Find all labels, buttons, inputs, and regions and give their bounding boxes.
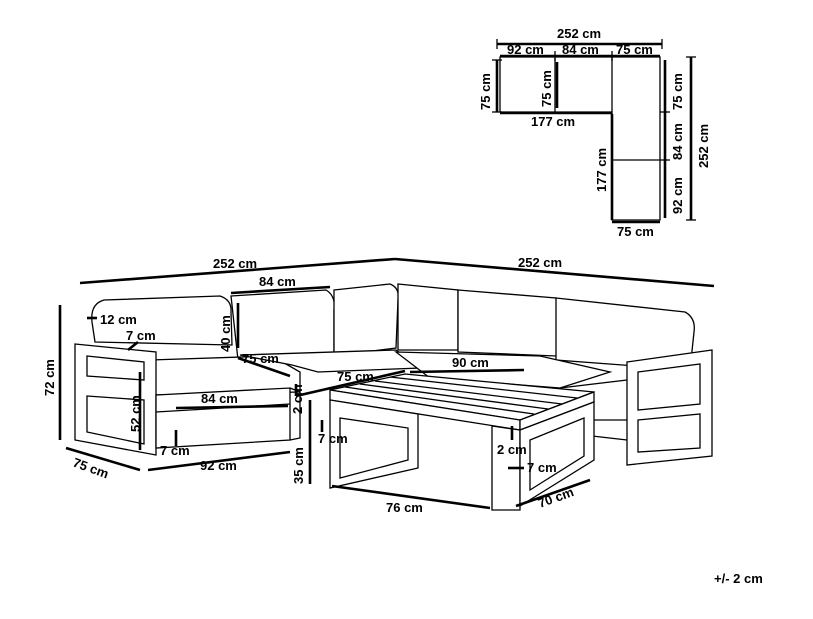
plan-seg-right-label: 75 cm: [616, 42, 653, 57]
plan-bottom-inner-label: 177 cm: [531, 114, 575, 129]
dimension-line: [79, 257, 396, 285]
tolerance-note: +/- 2 cm: [714, 571, 763, 586]
table-leg-width-label: 7 cm: [527, 460, 557, 475]
back-cushion: [230, 289, 335, 361]
sofa-seat-inner-width-label: 84 cm: [201, 391, 238, 406]
plan-right-total-label: 252 cm: [696, 124, 711, 168]
sofa-leg-thickness-label: 7 cm: [160, 443, 190, 458]
sofa-backrest-width-label: 84 cm: [259, 274, 296, 289]
table-width-label: 90 cm: [452, 355, 489, 370]
table-leg-right: [519, 401, 595, 508]
sofa-total-height-label: 72 cm: [42, 359, 57, 396]
sofa-length-right-label: 252 cm: [518, 255, 562, 270]
plan-leg-width-label: 75 cm: [617, 224, 654, 239]
sofa-seat-height-label: 52 cm: [128, 395, 143, 432]
sofa-arm-thickness-label: 7 cm: [126, 328, 156, 343]
plan-total-width-label: 252 cm: [557, 26, 601, 41]
plan-vertical-inner-label: 177 cm: [594, 148, 609, 192]
table-top-thickness-label: 2 cm: [290, 384, 305, 414]
back-cushion: [91, 295, 233, 346]
sofa-length-left-label: 252 cm: [213, 256, 257, 271]
seat-cushion: [239, 349, 422, 373]
plan-left-depth-outer-label: 75 cm: [478, 73, 493, 110]
dimension-line: [515, 478, 591, 508]
table-slat-gap-label: 2 cm: [497, 442, 527, 457]
plan-seg-left-label: 92 cm: [507, 42, 544, 57]
back-cushion: [397, 283, 459, 351]
plan-right-bottom-label: 92 cm: [670, 177, 685, 214]
back-cushion: [457, 289, 562, 357]
plan-seg-middle-label: 84 cm: [562, 42, 599, 57]
table-frame-gap-label: 7 cm: [318, 431, 348, 446]
back-cushion: [333, 283, 399, 357]
table-height-label: 35 cm: [291, 447, 306, 484]
dimension-line: [409, 368, 525, 374]
dimension-line: [394, 257, 715, 288]
dimension-line: [331, 484, 491, 510]
dimension-line: [230, 285, 331, 295]
dimension-line: [65, 446, 141, 472]
dimension-line: [175, 404, 289, 410]
dimension-line: [295, 369, 406, 398]
table-depth-label: 75 cm: [337, 369, 374, 384]
plan-outline: [499, 56, 661, 221]
table-length-label: 76 cm: [386, 500, 423, 515]
plan-left-depth-inner-label: 75 cm: [539, 70, 554, 107]
sofa-seat-depth-label: 75 cm: [242, 351, 279, 366]
table-leg-front: [491, 425, 521, 511]
sofa-drawing: 252 cm 252 cm 72 cm 12 cm 7 cm: [42, 255, 715, 481]
dimension-line: [237, 356, 291, 378]
sofa-arm-top-label: 12 cm: [100, 312, 137, 327]
table-leg-left: [329, 399, 419, 489]
sofa-back-height-label: 40 cm: [218, 315, 233, 352]
plan-right-middle-label: 84 cm: [670, 123, 685, 160]
dimension-line: [147, 450, 291, 472]
plan-right-top-label: 75 cm: [670, 73, 685, 110]
plan-view: 252 cm 92 cm 84 cm 75 cm 75 cm 75 cm 177…: [478, 26, 711, 239]
sofa-seat-width-label: 92 cm: [200, 458, 237, 473]
